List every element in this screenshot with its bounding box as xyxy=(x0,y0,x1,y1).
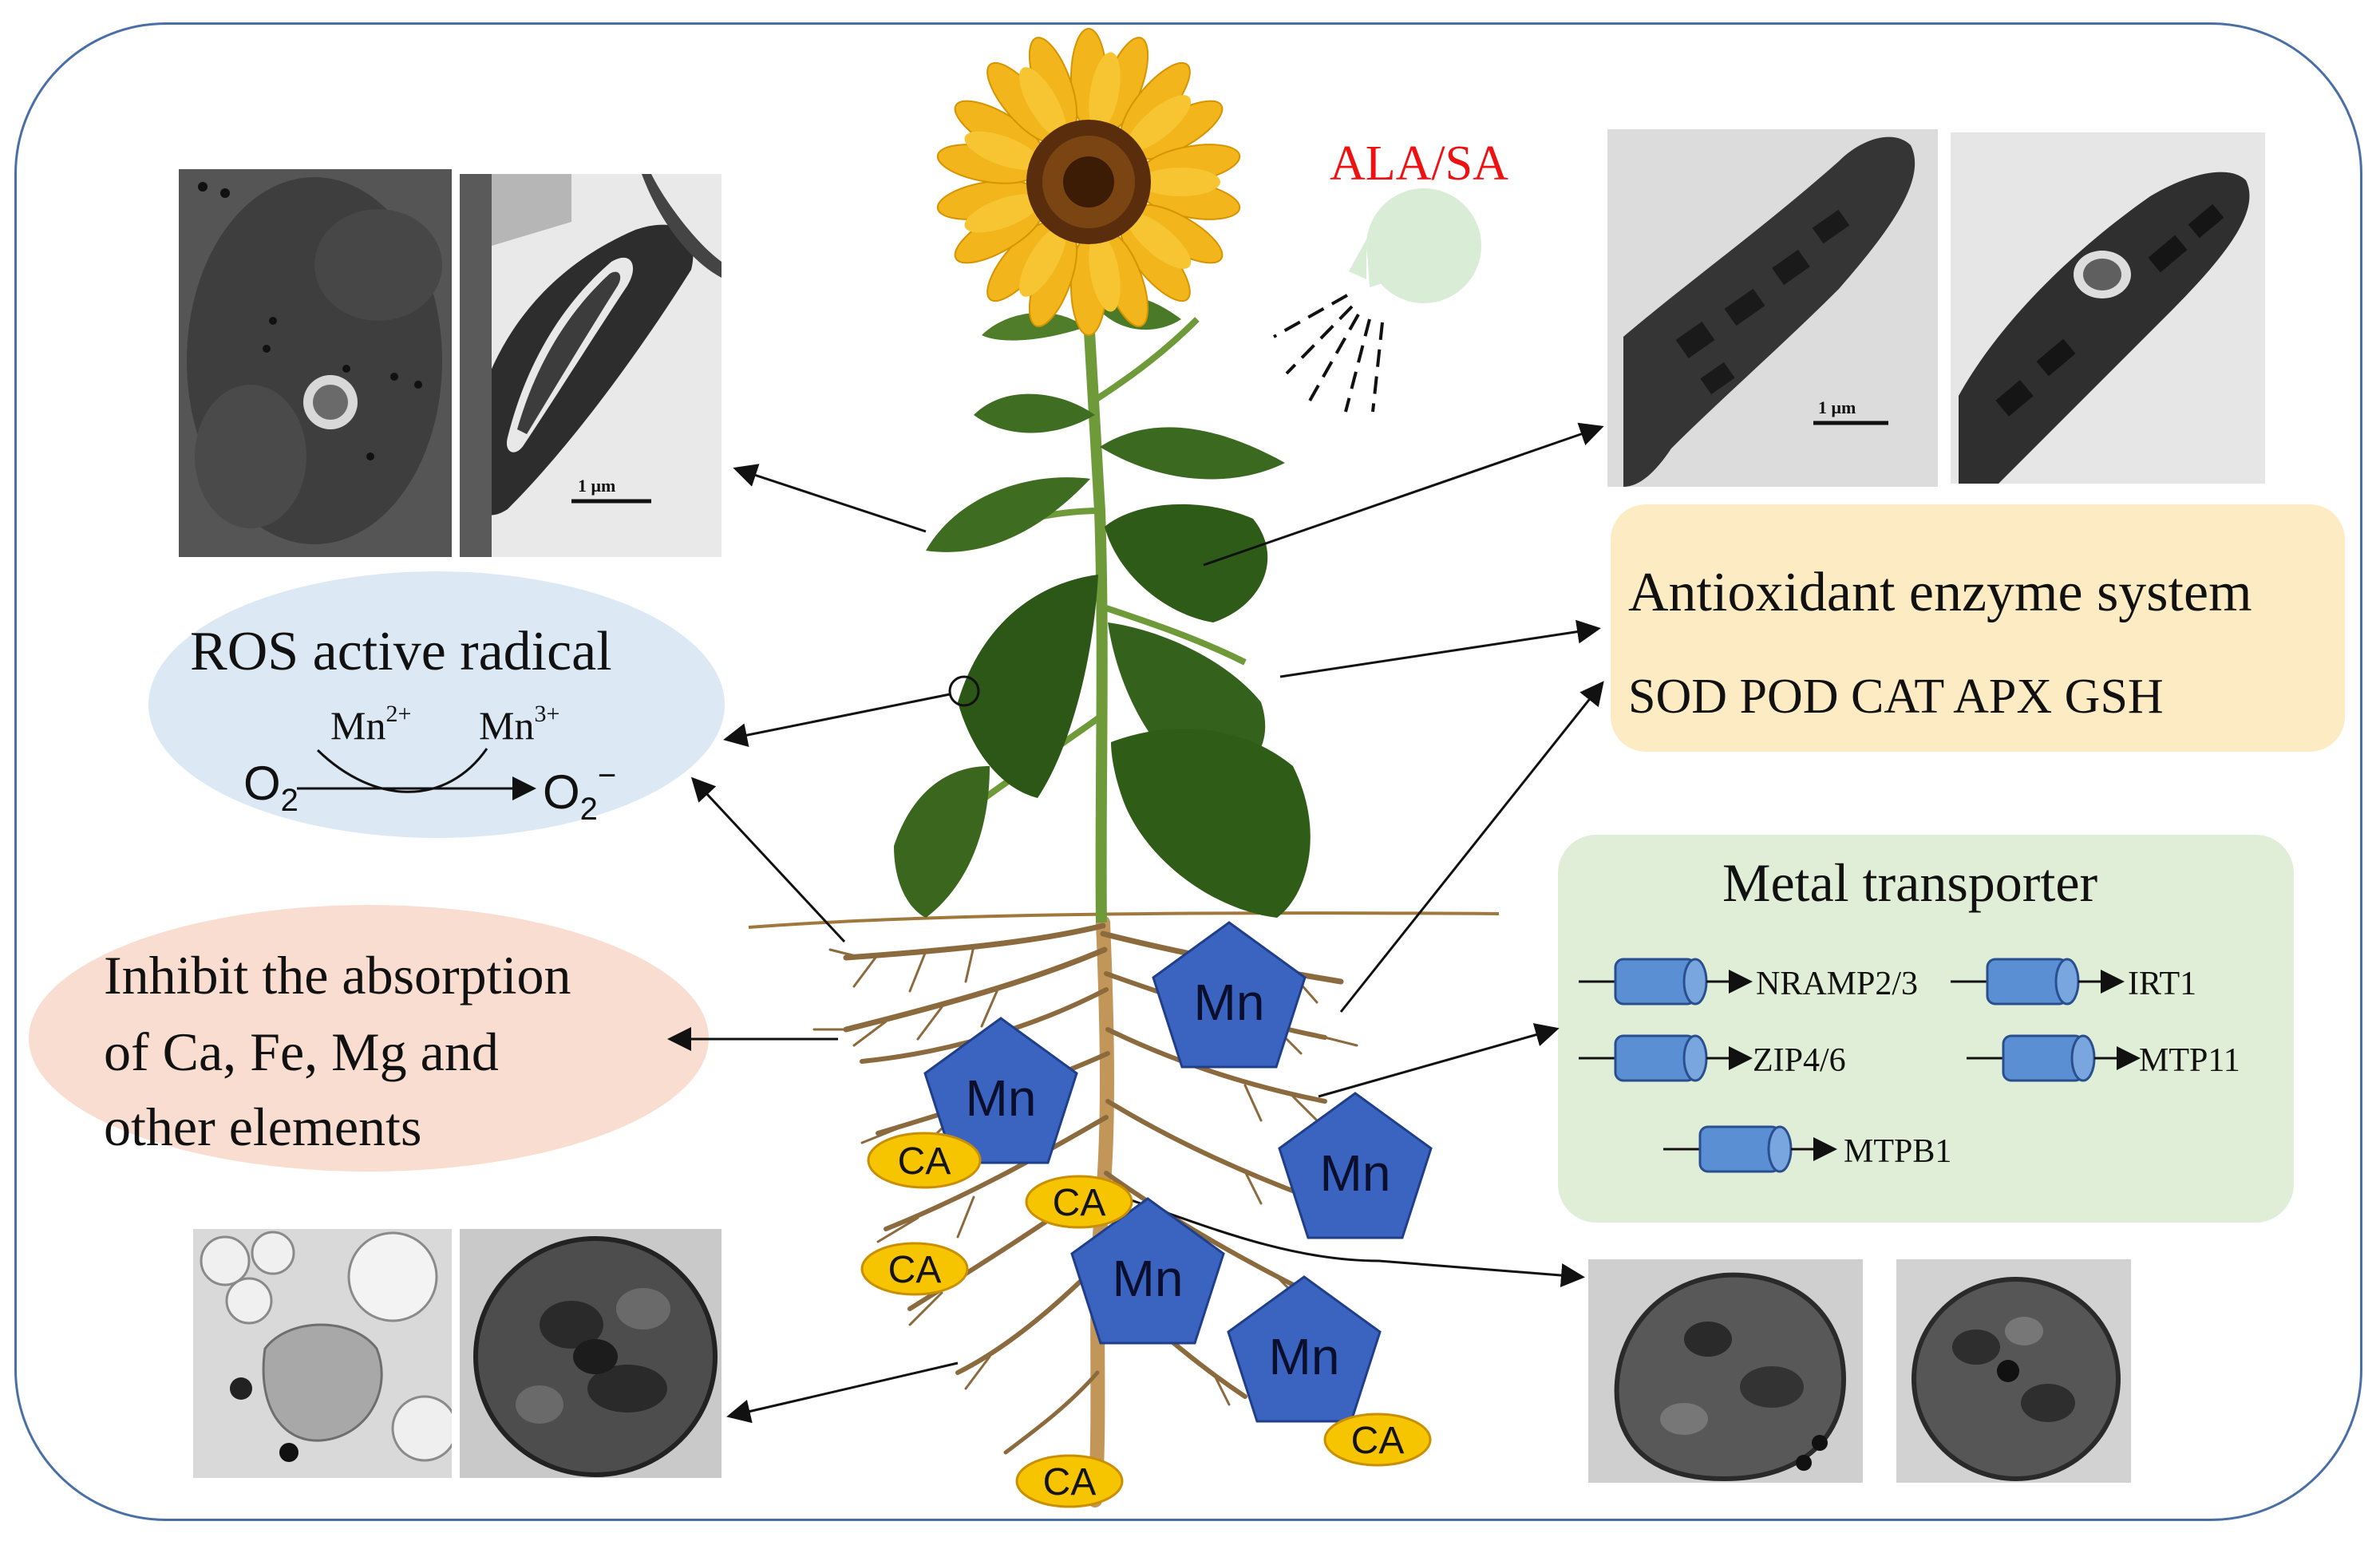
mn3-ion: Mn3+ xyxy=(479,701,560,748)
transporter-irt1 xyxy=(1951,958,2125,1006)
mn-label: Mn xyxy=(1269,1328,1340,1385)
mn-pentagon xyxy=(1152,921,1307,1069)
tem-micrograph-root-mn-2 xyxy=(460,1229,722,1478)
arrow-to-ros xyxy=(723,693,951,747)
antioxidant-box xyxy=(1611,504,2345,752)
mn-pentagons: Mn Mn Mn Mn Mn xyxy=(923,921,1433,1423)
scale-bar-label: 1 μm xyxy=(578,476,615,496)
stem xyxy=(1080,263,1108,923)
ca-label: CA xyxy=(1043,1461,1097,1503)
inhibit-text-line-3: other elements xyxy=(104,1096,422,1157)
inhibit-text-line-2: of Ca, Fe, Mg and xyxy=(104,1021,499,1082)
ca-label: CA xyxy=(888,1249,942,1291)
metal-transporter-box xyxy=(1558,835,2294,1223)
ros-reaction xyxy=(297,748,536,800)
tem-micrograph-leaf-treated-1: 1 μm xyxy=(1607,129,1938,487)
marker-circle xyxy=(948,675,980,707)
ros-title: ROS active radical xyxy=(190,621,612,682)
ca-oval xyxy=(1323,1413,1432,1467)
mn-label: Mn xyxy=(966,1069,1037,1127)
treatment-label: ALA/SA xyxy=(1330,136,1508,191)
mn-label: Mn xyxy=(1113,1250,1184,1307)
transporter-label-zip: ZIP4/6 xyxy=(1753,1042,1846,1079)
enzyme-list: SOD POD CAT APX GSH xyxy=(1628,670,2164,724)
ca-oval xyxy=(1015,1454,1124,1508)
mn-pentagon xyxy=(1070,1197,1225,1345)
ca-label: CA xyxy=(898,1140,951,1183)
arrow-to-metal-transporter xyxy=(1318,1023,1560,1098)
arrow-to-tem-top-left xyxy=(733,464,927,533)
mn2-ion: Mn2+ xyxy=(330,701,412,748)
inhibition-bubble xyxy=(29,905,709,1172)
tem-micrograph-leaf-mn-1 xyxy=(179,169,452,557)
metal-transporter-title: Metal transporter xyxy=(1722,852,2098,913)
superoxide-product: O2− xyxy=(543,758,617,827)
ca-oval xyxy=(1025,1175,1133,1229)
transporter-nramp xyxy=(1579,958,1753,1006)
arrow-soil-to-ros xyxy=(690,776,846,943)
soil-line xyxy=(748,911,1500,929)
mn-pentagon xyxy=(923,1017,1078,1164)
ros-bubble xyxy=(148,571,725,838)
tem-micrograph-root-treated-2 xyxy=(1896,1259,2131,1483)
scale-bar-label: 1 μm xyxy=(1818,397,1856,417)
tem-micrograph-root-treated-1 xyxy=(1588,1259,1863,1483)
mn-pentagon xyxy=(1278,1092,1433,1239)
tem-micrograph-leaf-treated-2 xyxy=(1951,132,2265,484)
mn-label: Mn xyxy=(1320,1144,1391,1202)
arrow-to-tem-top-right xyxy=(1203,422,1604,567)
mn-pentagon xyxy=(1227,1275,1382,1423)
tem-micrograph-leaf-mn-2: 1 μm xyxy=(460,174,722,557)
ca-ovals: CA CA CA CA CA xyxy=(860,1132,1432,1508)
ca-label: CA xyxy=(1351,1420,1405,1462)
ca-label: CA xyxy=(1053,1182,1106,1224)
ca-oval xyxy=(860,1242,969,1296)
spray-bottle-icon xyxy=(1273,188,1481,413)
transporter-label-mtp11: MTP11 xyxy=(2139,1042,2240,1079)
metal-transporters xyxy=(1579,958,2141,1173)
inhibit-text-line-1: Inhibit the absorption xyxy=(104,945,571,1006)
arrow-to-tem-bottom-left xyxy=(726,1361,959,1424)
ca-oval xyxy=(867,1132,982,1189)
transporter-mtpb1 xyxy=(1663,1125,1837,1173)
transporter-mtp11 xyxy=(1967,1034,2141,1082)
antioxidant-title: Antioxidant enzyme system xyxy=(1628,562,2252,623)
transporter-label-irt1: IRT1 xyxy=(2128,966,2197,1002)
tem-micrograph-root-mn-1 xyxy=(193,1229,452,1478)
oxygen-reactant: O2 xyxy=(243,757,298,818)
transporter-label-nramp: NRAMP2/3 xyxy=(1756,966,1919,1002)
transporter-zip xyxy=(1579,1034,1753,1082)
arrow-roots-to-antioxidant xyxy=(1339,681,1604,1013)
mn-label: Mn xyxy=(1194,974,1265,1031)
rounded-border-frame xyxy=(14,22,2362,1521)
arrow-to-antioxidant xyxy=(1279,619,1601,678)
sunflower-head xyxy=(936,28,1241,336)
transporter-label-mtpb1: MTPB1 xyxy=(1844,1133,1952,1170)
